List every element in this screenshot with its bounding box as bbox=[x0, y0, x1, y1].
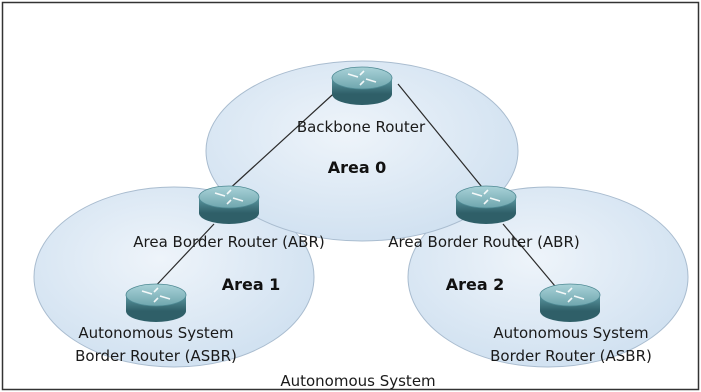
router-asbr-right bbox=[539, 283, 601, 322]
link-backbone-abr-right bbox=[397, 83, 487, 193]
area-2-label: Area 2 bbox=[446, 275, 505, 294]
router-label-asbr-right-line1: Autonomous System bbox=[493, 324, 648, 342]
router-backbone bbox=[331, 66, 393, 105]
router-label-asbr-left-line1: Autonomous System bbox=[78, 324, 233, 342]
router-label-abr-right: Area Border Router (ABR) bbox=[388, 233, 580, 251]
router-icon bbox=[539, 283, 601, 322]
area-1-label: Area 1 bbox=[222, 275, 281, 294]
autonomous-system-label: Autonomous System bbox=[280, 372, 435, 390]
link-abr-left-asbr-left bbox=[149, 223, 215, 293]
link-backbone-abr-left bbox=[225, 85, 343, 193]
area-0-label: Area 0 bbox=[328, 158, 387, 177]
router-icon bbox=[455, 185, 517, 224]
router-label-asbr-right-line2: Border Router (ASBR) bbox=[490, 347, 652, 365]
router-label-asbr-left-line2: Border Router (ASBR) bbox=[75, 347, 237, 365]
router-icon bbox=[125, 283, 187, 322]
router-abr-left bbox=[198, 185, 260, 224]
router-icon bbox=[198, 185, 260, 224]
router-asbr-left bbox=[125, 283, 187, 322]
area-1-ellipse bbox=[33, 186, 315, 368]
router-label-abr-left: Area Border Router (ABR) bbox=[133, 233, 325, 251]
area-0-ellipse bbox=[205, 60, 519, 242]
link-abr-right-asbr-right bbox=[502, 223, 561, 293]
router-abr-right bbox=[455, 185, 517, 224]
links bbox=[149, 83, 561, 293]
router-label-backbone: Backbone Router bbox=[297, 118, 426, 136]
router-icon bbox=[331, 66, 393, 105]
